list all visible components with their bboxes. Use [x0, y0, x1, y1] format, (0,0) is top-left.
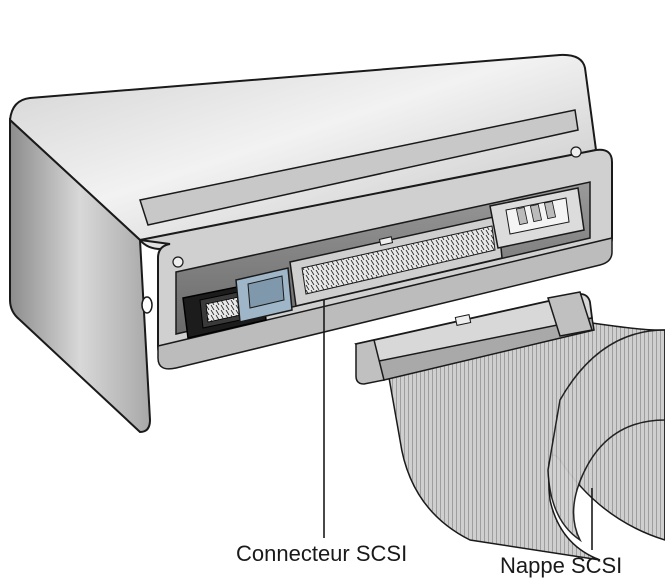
- scsi-ribbon-cable: [356, 292, 665, 560]
- side-screw-hole-icon: [142, 297, 152, 313]
- scsi-connector-label: Connecteur SCSI: [236, 543, 407, 565]
- corner-screw-icon: [173, 257, 183, 267]
- scsi-ribbon-cable-label: Nappe SCSI: [500, 555, 622, 577]
- corner-screw-icon: [571, 147, 581, 157]
